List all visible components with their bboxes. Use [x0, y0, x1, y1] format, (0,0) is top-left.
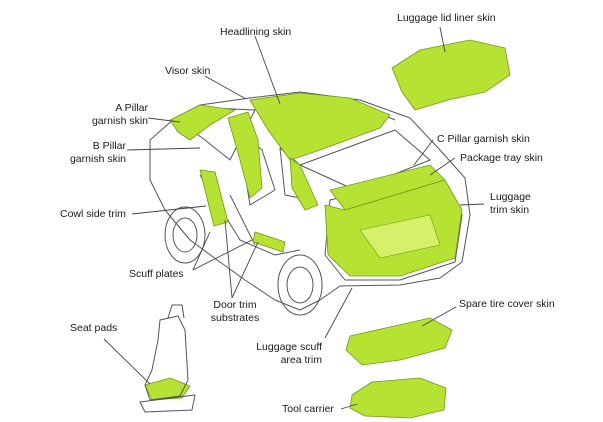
- label-luggage-scuff-line2: area trim: [280, 354, 322, 366]
- label-scuff-plates: Scuff plates: [129, 268, 184, 280]
- b-pillar-part: [227, 111, 263, 199]
- door-trim-part: [252, 231, 286, 253]
- label-c-pillar: C Pillar garnish skin: [437, 133, 530, 145]
- c-pillar-part: [289, 157, 319, 211]
- door-line-2: [229, 194, 256, 246]
- label-door-trim-line1: Door trim: [213, 299, 257, 311]
- label-package-tray: Package tray skin: [460, 152, 543, 164]
- label-luggage-trim-line1: Luggage: [490, 191, 531, 203]
- label-b-pillar-line2: garnish skin: [69, 153, 126, 165]
- label-cowl-side-trim: Cowl side trim: [60, 208, 126, 220]
- seat-outline: [144, 315, 189, 401]
- seat-pad-part: [144, 377, 191, 401]
- label-luggage-scuff-line1: Luggage scuff: [256, 341, 322, 353]
- label-headlining-skin: Headlining skin: [220, 26, 292, 38]
- label-door-trim-line2: substrates: [210, 312, 260, 324]
- a-pillar-part: [169, 104, 236, 141]
- label-a-pillar: A Pillar garnish skin: [82, 102, 148, 128]
- headlining-part: [249, 92, 391, 161]
- label-a-pillar-line1: A Pillar: [115, 102, 148, 114]
- rear-wheel: [277, 254, 323, 316]
- cowl-side-part: [199, 169, 229, 227]
- label-spare-tire-cover: Spare tire cover skin: [459, 298, 555, 310]
- label-a-pillar-line2: garnish skin: [91, 115, 148, 127]
- front-wheel: [164, 206, 206, 264]
- spare-tire-cover-part: [345, 317, 453, 366]
- label-tool-carrier: Tool carrier: [282, 403, 334, 415]
- luggage-lid-liner-part: [391, 39, 511, 111]
- label-visor-skin: Visor skin: [165, 65, 211, 77]
- label-luggage-lid-liner-skin: Luggage lid liner skin: [397, 12, 496, 24]
- label-luggage-trim: Luggage trim skin: [490, 191, 531, 217]
- label-seat-pads: Seat pads: [70, 322, 118, 334]
- label-b-pillar: B Pillar garnish skin: [60, 140, 126, 166]
- label-b-pillar-line1: B Pillar: [92, 140, 126, 152]
- tool-carrier-part: [349, 377, 447, 419]
- label-luggage-scuff: Luggage scuff area trim: [240, 341, 322, 367]
- label-door-trim: Door trim substrates: [195, 299, 275, 325]
- label-luggage-trim-line2: trim skin: [490, 204, 530, 216]
- rear-window-outline: [299, 129, 431, 191]
- car-body-outline: [149, 91, 471, 311]
